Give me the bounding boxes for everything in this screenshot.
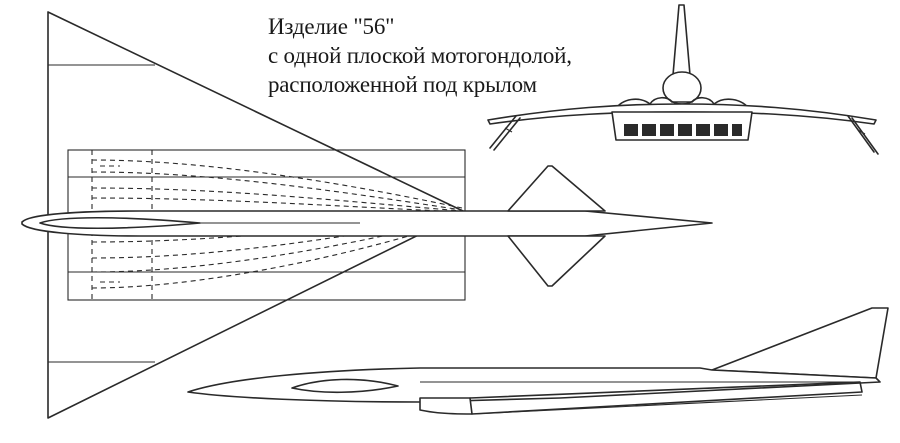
front-intake-humps	[614, 96, 751, 111]
side-nacelle	[419, 397, 473, 415]
side-view	[187, 307, 889, 415]
plan-fuselage	[21, 210, 713, 237]
front-wingtip-left-hatch	[504, 127, 513, 133]
plan-canard-left	[507, 165, 606, 212]
front-wingtip-right	[847, 115, 879, 155]
front-wingtip-left	[489, 115, 521, 151]
plan-canard-right	[507, 235, 606, 287]
side-nacelle-lower	[471, 394, 863, 415]
caption-line-3: расположенной под крылом	[268, 72, 537, 97]
caption-line-2: с одной плоской мотогондолой,	[268, 43, 572, 68]
front-intakes	[624, 124, 742, 136]
side-vertical-fin	[711, 307, 889, 379]
drawing-caption: Изделие "56" с одной плоской мотогондоло…	[268, 12, 598, 99]
front-vertical-fin	[672, 4, 691, 76]
side-fuselage	[187, 367, 881, 403]
plan-view	[21, 11, 713, 419]
front-wingtip-right-hatch	[857, 129, 866, 135]
side-canopy	[291, 378, 399, 394]
caption-line-1: Изделие "56"	[268, 14, 395, 39]
front-view	[487, 4, 879, 155]
